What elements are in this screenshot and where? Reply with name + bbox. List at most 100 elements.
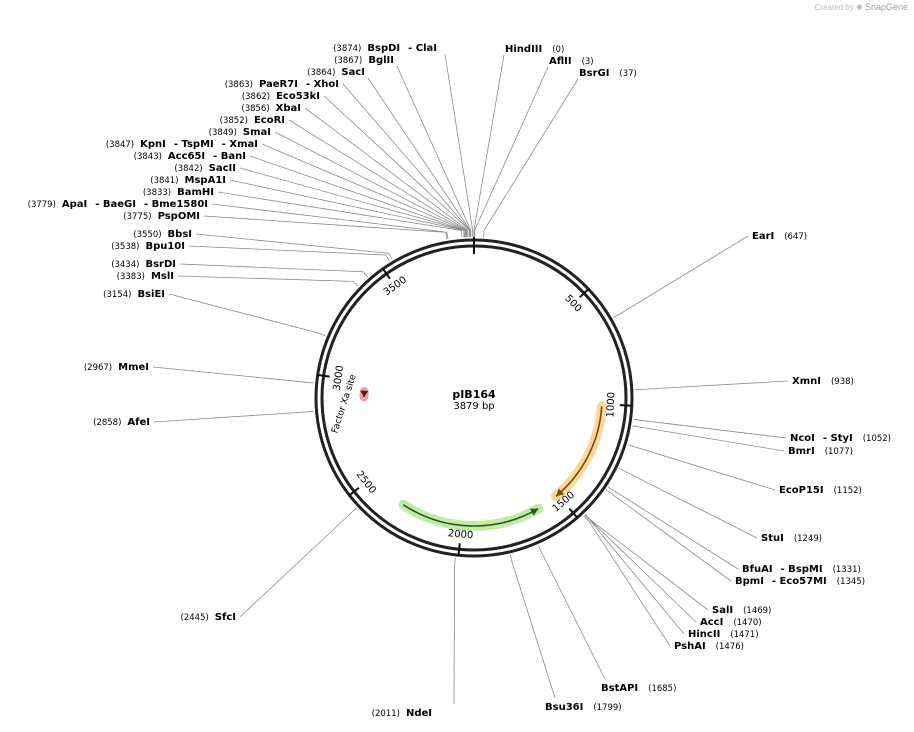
site-bfuai: BfuAI- BspMI(1331) [742,564,861,575]
site-position: (1249) [794,534,822,544]
site-name-kpni: KpnI [140,139,166,150]
leader-msli [177,275,359,287]
site-name-apai: ApaI [62,199,87,210]
site-labels: HindIII(0)AflII(3)BsrGI(37)EarI(647)XmnI… [28,43,891,719]
site-name-ecori: EcoRI [254,115,285,126]
site-name-bme1580i: - Bme1580I [144,199,208,210]
site-xbai: XbaI(3856) [241,103,301,114]
site-name-sfci: SfcI [215,612,236,623]
site-pspomi: PspOMI (3775) [123,211,200,222]
site-name-msli: MslI [151,271,174,282]
site-position: (3775) [123,212,151,222]
snapgene-credit: Created by ✺ SnapGene [815,2,908,12]
leader-hincii [584,514,685,635]
orange-feature-arrowhead [556,488,565,497]
site-position: (2011) [372,709,400,719]
site-name-xhoi: - XhoI [306,79,339,90]
leader-acci [584,514,697,623]
snapgene-logo-icon: ✺ [856,3,863,12]
site-position: (3) [582,57,594,67]
leader-bstapi [538,545,606,680]
tick-mark-3500 [381,267,391,280]
site-bmri: BmrI(1077) [788,446,853,457]
leader-bpu10i [188,245,390,262]
green-feature-arrowhead [530,508,539,516]
tick-label-3000: 3000 [332,365,347,392]
site-bpmi: BpmI- Eco57MI(1345) [735,576,865,587]
site-name-styi: - StyI [823,433,853,444]
leader-bpmi [605,489,732,582]
site-position: (3856) [241,104,269,114]
leader-ecop15i [627,444,776,491]
leader-ndei [453,557,456,705]
site-name-bani: - BanI [213,151,246,162]
site-position: (3842) [174,164,202,174]
tick-mark-1500 [568,507,579,520]
leader-bsiei [168,293,326,337]
leader-bsrgi [483,78,579,238]
site-bpu10i: Bpu10I(3538) [111,241,185,252]
site-position: (938) [831,377,854,387]
leader-pshai [583,515,671,647]
tick-mark-3000 [316,373,330,378]
tick-mark-2500 [348,487,360,497]
site-position: (1685) [648,684,676,694]
site-position: (647) [784,232,807,242]
site-pshai: PshAI(1476) [674,641,744,652]
site-position: (3434) [111,260,139,270]
site-name-bbsi: BbsI [168,229,192,240]
site-name-eari: EarI [752,231,774,242]
site-position: (1052) [863,434,891,444]
site-name-bglii: BglII [368,55,394,66]
site-aflii: AflII(3) [549,56,594,67]
site-name-mspa1i: MspA1I [185,175,226,186]
site-name-pshai: PshAI [674,641,706,652]
site-position: (3847) [106,140,134,150]
site-bsu36i: Bsu36I(1799) [545,702,622,713]
leader-ncoi [633,418,787,439]
site-position: (3154) [103,290,131,300]
site-position: (3833) [143,188,171,198]
site-name-bsiei: BsiEI [137,289,165,300]
site-position: (3863) [225,80,253,90]
site-position: (3550) [133,230,161,240]
site-name-ncoi: NcoI [790,433,815,444]
site-name-eco57mi: - Eco57MI [772,576,827,587]
site-mmei: MmeI(2967) [84,362,149,373]
site-name-bfuai: BfuAI [742,564,773,575]
site-name-baegi: - BaeGI [95,199,136,210]
leader-bsrdi [179,263,369,278]
leader-aflii [474,66,549,238]
tick-label-2500: 2500 [353,469,377,496]
leader-sali [584,514,709,611]
site-position: (2967) [84,363,112,373]
site-name-clai: - ClaI [408,43,437,54]
site-position: (3383) [117,272,145,282]
site-smai: SmaI(3849) [209,127,271,138]
site-bsrdi: BsrDI(3434) [111,259,176,270]
site-name-pspomi: PspOMI [158,211,200,222]
site-position: (3538) [111,242,139,252]
site-stui: StuI(1249) [761,533,822,544]
site-name-paer7i: PaeR7I [259,79,298,90]
site-name-afei: AfeI [127,417,150,428]
site-paer7i: - XhoI PaeR7I (3863) [225,79,339,90]
plasmid-length: 3879 bp [453,401,494,412]
leader-xbai [304,107,469,238]
site-name-bamhi: BamHI [177,187,214,198]
site-position: (3862) [242,92,270,102]
credit-prefix: Created by [814,3,854,12]
site-name-tspmi: - TspMI [174,139,214,150]
credit-brand: SnapGene [864,2,908,12]
site-name-acci: AccI [700,617,723,628]
site-name-bsu36i: Bsu36I [545,702,583,713]
site-position: (1345) [837,577,865,587]
leader-ecori [288,119,468,238]
leader-mmei [152,366,314,384]
site-position: (2858) [93,418,121,428]
leader-bglii [396,65,472,238]
site-bsiei: BsiEI (3154) [103,289,165,300]
site-position: (3867) [334,56,362,66]
